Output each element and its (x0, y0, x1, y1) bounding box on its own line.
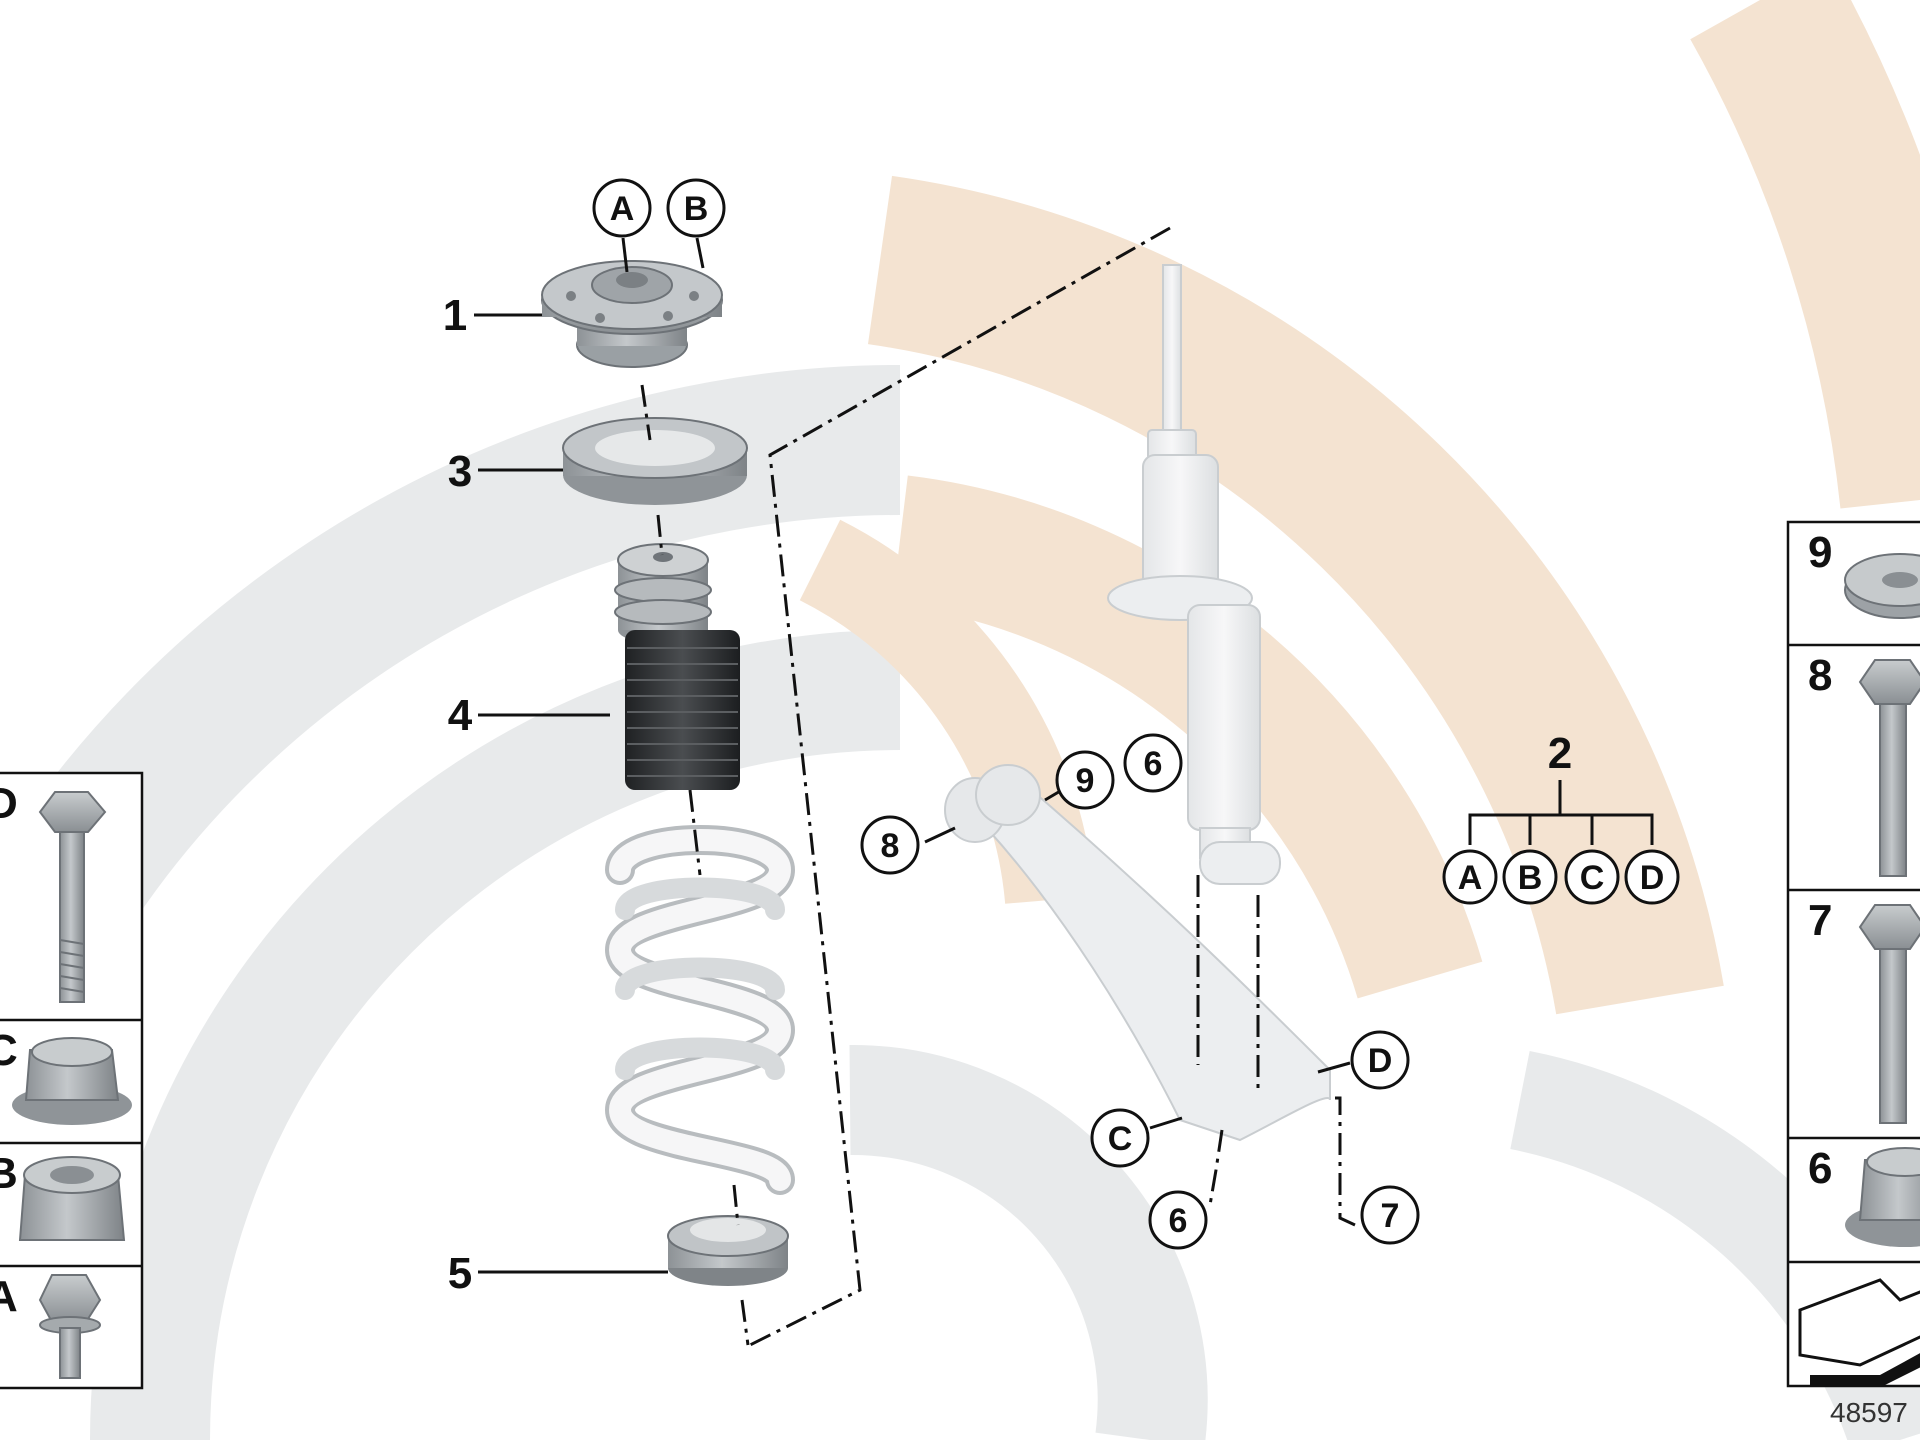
svg-text:6: 6 (1169, 1202, 1188, 1240)
washer-icon-9 (1844, 553, 1920, 619)
leader-lines (474, 226, 1654, 1347)
callout-circle-9: 9 (1055, 750, 1115, 810)
callout-circle-6-lower: 6 (1148, 1190, 1208, 1250)
circled-callouts: A B 8 9 6 C D 6 (592, 178, 1680, 1250)
callout-circle-7: 7 (1360, 1185, 1420, 1245)
bump-stop-part (614, 543, 712, 644)
callout-1: 1 (443, 291, 467, 340)
hex-nut-icon-b (18, 1156, 126, 1241)
reference-number: 48597 (1830, 1397, 1908, 1428)
svg-text:6: 6 (1144, 745, 1163, 783)
svg-text:B: B (1518, 859, 1543, 897)
callout-circle-d-arm: D (1350, 1030, 1410, 1090)
svg-text:7: 7 (1381, 1197, 1400, 1235)
left-fastener-panel: D C B A (0, 771, 144, 1390)
right-panel-label-9: 9 (1808, 528, 1832, 577)
flange-nut-icon-c (12, 1037, 132, 1125)
coil-spring-part (604, 825, 796, 1195)
long-bolt-icon (38, 791, 107, 1003)
svg-text:A: A (610, 190, 635, 228)
right-fastener-panel: 9 8 7 6 (1786, 520, 1920, 1388)
callout-circle-b-top: B (666, 178, 726, 238)
callout-circle-a-group: A (1442, 849, 1498, 905)
short-bolt-icon (38, 1274, 102, 1379)
dust-boot-part (625, 630, 740, 790)
callout-2: 2 (1548, 729, 1572, 778)
svg-text:A: A (1458, 859, 1483, 897)
callout-circle-8: 8 (860, 815, 920, 875)
shock-absorber-part (1107, 264, 1281, 885)
svg-text:C: C (1580, 859, 1605, 897)
svg-text:D: D (1368, 1042, 1393, 1080)
strut-mount-part (541, 260, 723, 368)
callout-3: 3 (448, 447, 472, 496)
svg-text:D: D (1640, 859, 1665, 897)
right-panel-label-7: 7 (1808, 896, 1832, 945)
callout-numbers: 1 3 4 5 2 (443, 291, 1572, 1298)
direction-arrow-icon (1798, 1278, 1920, 1385)
svg-text:8: 8 (881, 827, 900, 865)
long-bolt-icon-8 (1858, 659, 1920, 877)
control-arm-part (944, 764, 1331, 1142)
callout-circle-a-top: A (592, 178, 652, 238)
lower-spring-pad-part (667, 1215, 789, 1286)
left-panel-label-a: A (0, 1272, 18, 1321)
callout-circle-c-group: C (1564, 849, 1620, 905)
left-panel-label-d: D (0, 779, 18, 828)
long-bolt-icon-7 (1858, 904, 1920, 1124)
left-panel-label-c: C (0, 1026, 18, 1075)
right-panel-label-8: 8 (1808, 651, 1832, 700)
svg-text:9: 9 (1076, 762, 1095, 800)
callout-5: 5 (448, 1249, 472, 1298)
callout-circle-6-upper: 6 (1123, 733, 1183, 793)
callout-circle-b-group: B (1502, 849, 1558, 905)
callout-4: 4 (448, 691, 473, 740)
upper-spring-pad-part (562, 417, 748, 505)
callout-circle-d-group: D (1624, 849, 1680, 905)
svg-text:C: C (1108, 1120, 1133, 1158)
svg-text:B: B (684, 190, 709, 228)
callout-circle-c-arm: C (1090, 1108, 1150, 1168)
right-panel-label-6: 6 (1808, 1144, 1832, 1193)
flange-nut-icon-6 (1845, 1147, 1920, 1247)
left-panel-label-b: B (0, 1149, 18, 1198)
